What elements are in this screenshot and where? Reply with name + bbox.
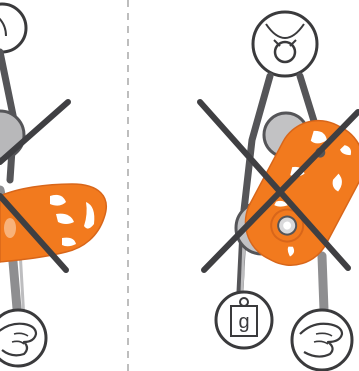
weight-icon: g xyxy=(214,290,274,350)
right-prohibited-cross-icon xyxy=(197,99,359,273)
left-prohibited-cross-icon xyxy=(0,99,71,273)
left-anchor-icon xyxy=(0,2,28,54)
left-panel xyxy=(0,2,107,368)
left-pulley-side-plate xyxy=(0,183,107,263)
left-hand-icon xyxy=(0,308,48,368)
left-rope xyxy=(0,48,26,325)
right-hand-icon xyxy=(290,308,354,371)
right-panel: g xyxy=(197,10,359,371)
weight-label: g xyxy=(238,311,249,333)
right-anchor-icon xyxy=(251,10,319,78)
right-pulley-side-plate xyxy=(244,119,359,266)
